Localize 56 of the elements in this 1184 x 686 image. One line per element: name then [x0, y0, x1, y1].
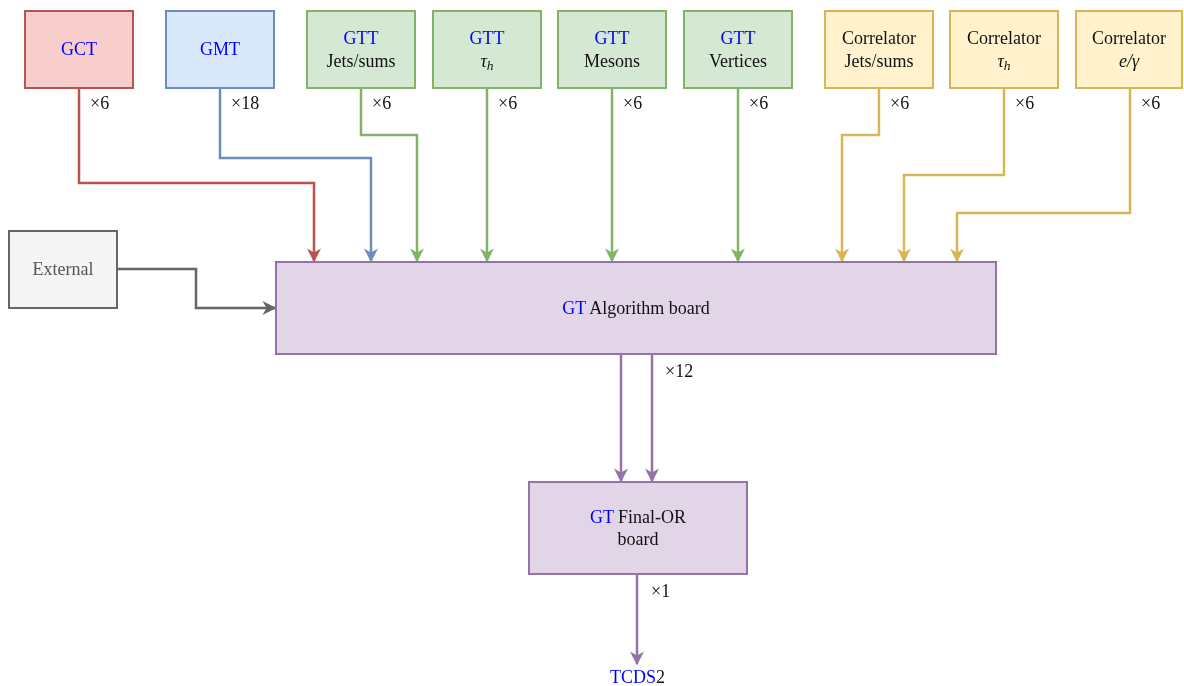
node-label: e/γ [1118, 49, 1140, 72]
source-box [683, 10, 793, 89]
source-box [306, 10, 416, 89]
node-label: Correlator [842, 27, 916, 50]
edge-label: ×6 [498, 94, 518, 112]
edge-label: ×1 [651, 582, 671, 600]
node-label: TCDS2 [610, 665, 665, 686]
arrow [897, 89, 1006, 263]
arrow [630, 575, 644, 666]
source-box [24, 10, 134, 89]
board-box [275, 261, 997, 355]
edge-label: ×6 [890, 94, 910, 112]
arrow [218, 89, 378, 263]
edge-label: ×6 [90, 94, 110, 112]
board-box [528, 481, 748, 575]
source-box [165, 10, 275, 89]
arrow [950, 89, 1132, 263]
node-label: Correlator [967, 27, 1041, 50]
edge-label: ×6 [1015, 94, 1035, 112]
arrow [118, 267, 277, 315]
source-box [824, 10, 934, 89]
arrow [731, 89, 745, 263]
arrow [605, 89, 619, 263]
arrow [77, 89, 321, 263]
arrow [614, 355, 628, 483]
edge-label: ×12 [665, 362, 694, 380]
arrow [835, 89, 881, 263]
edge-label: ×6 [372, 94, 392, 112]
edge-label: ×6 [749, 94, 769, 112]
node-label: GCT [61, 38, 97, 61]
node-label: External [32, 258, 94, 281]
node-label: GMT [200, 38, 240, 61]
arrow [645, 355, 659, 483]
node-label: GT Final-OR board [588, 505, 688, 551]
node-label: GTT [343, 27, 379, 50]
edge-label: ×6 [623, 94, 643, 112]
node-label: GTT [594, 27, 630, 50]
node-label: τ$_{h}$ [480, 49, 494, 72]
source-box [432, 10, 542, 89]
source-box [557, 10, 667, 89]
external-box [8, 230, 118, 309]
node-label: GTT [469, 27, 505, 50]
node-label: GT Algorithm board [562, 296, 710, 320]
node-label: GTT [720, 27, 756, 50]
arrow [480, 89, 494, 263]
node-label: τ$_{h}$ [997, 49, 1011, 72]
arrow [359, 89, 424, 263]
node-label: Jets/sums [326, 49, 396, 72]
node-label: Mesons [584, 49, 640, 72]
edge-label: ×6 [1141, 94, 1161, 112]
node-label: Jets/sums [844, 49, 914, 72]
node-label: Correlator [1092, 27, 1166, 50]
edge-label: ×18 [231, 94, 260, 112]
node-label: Vertices [709, 49, 767, 72]
source-box [949, 10, 1059, 89]
source-box [1075, 10, 1183, 89]
